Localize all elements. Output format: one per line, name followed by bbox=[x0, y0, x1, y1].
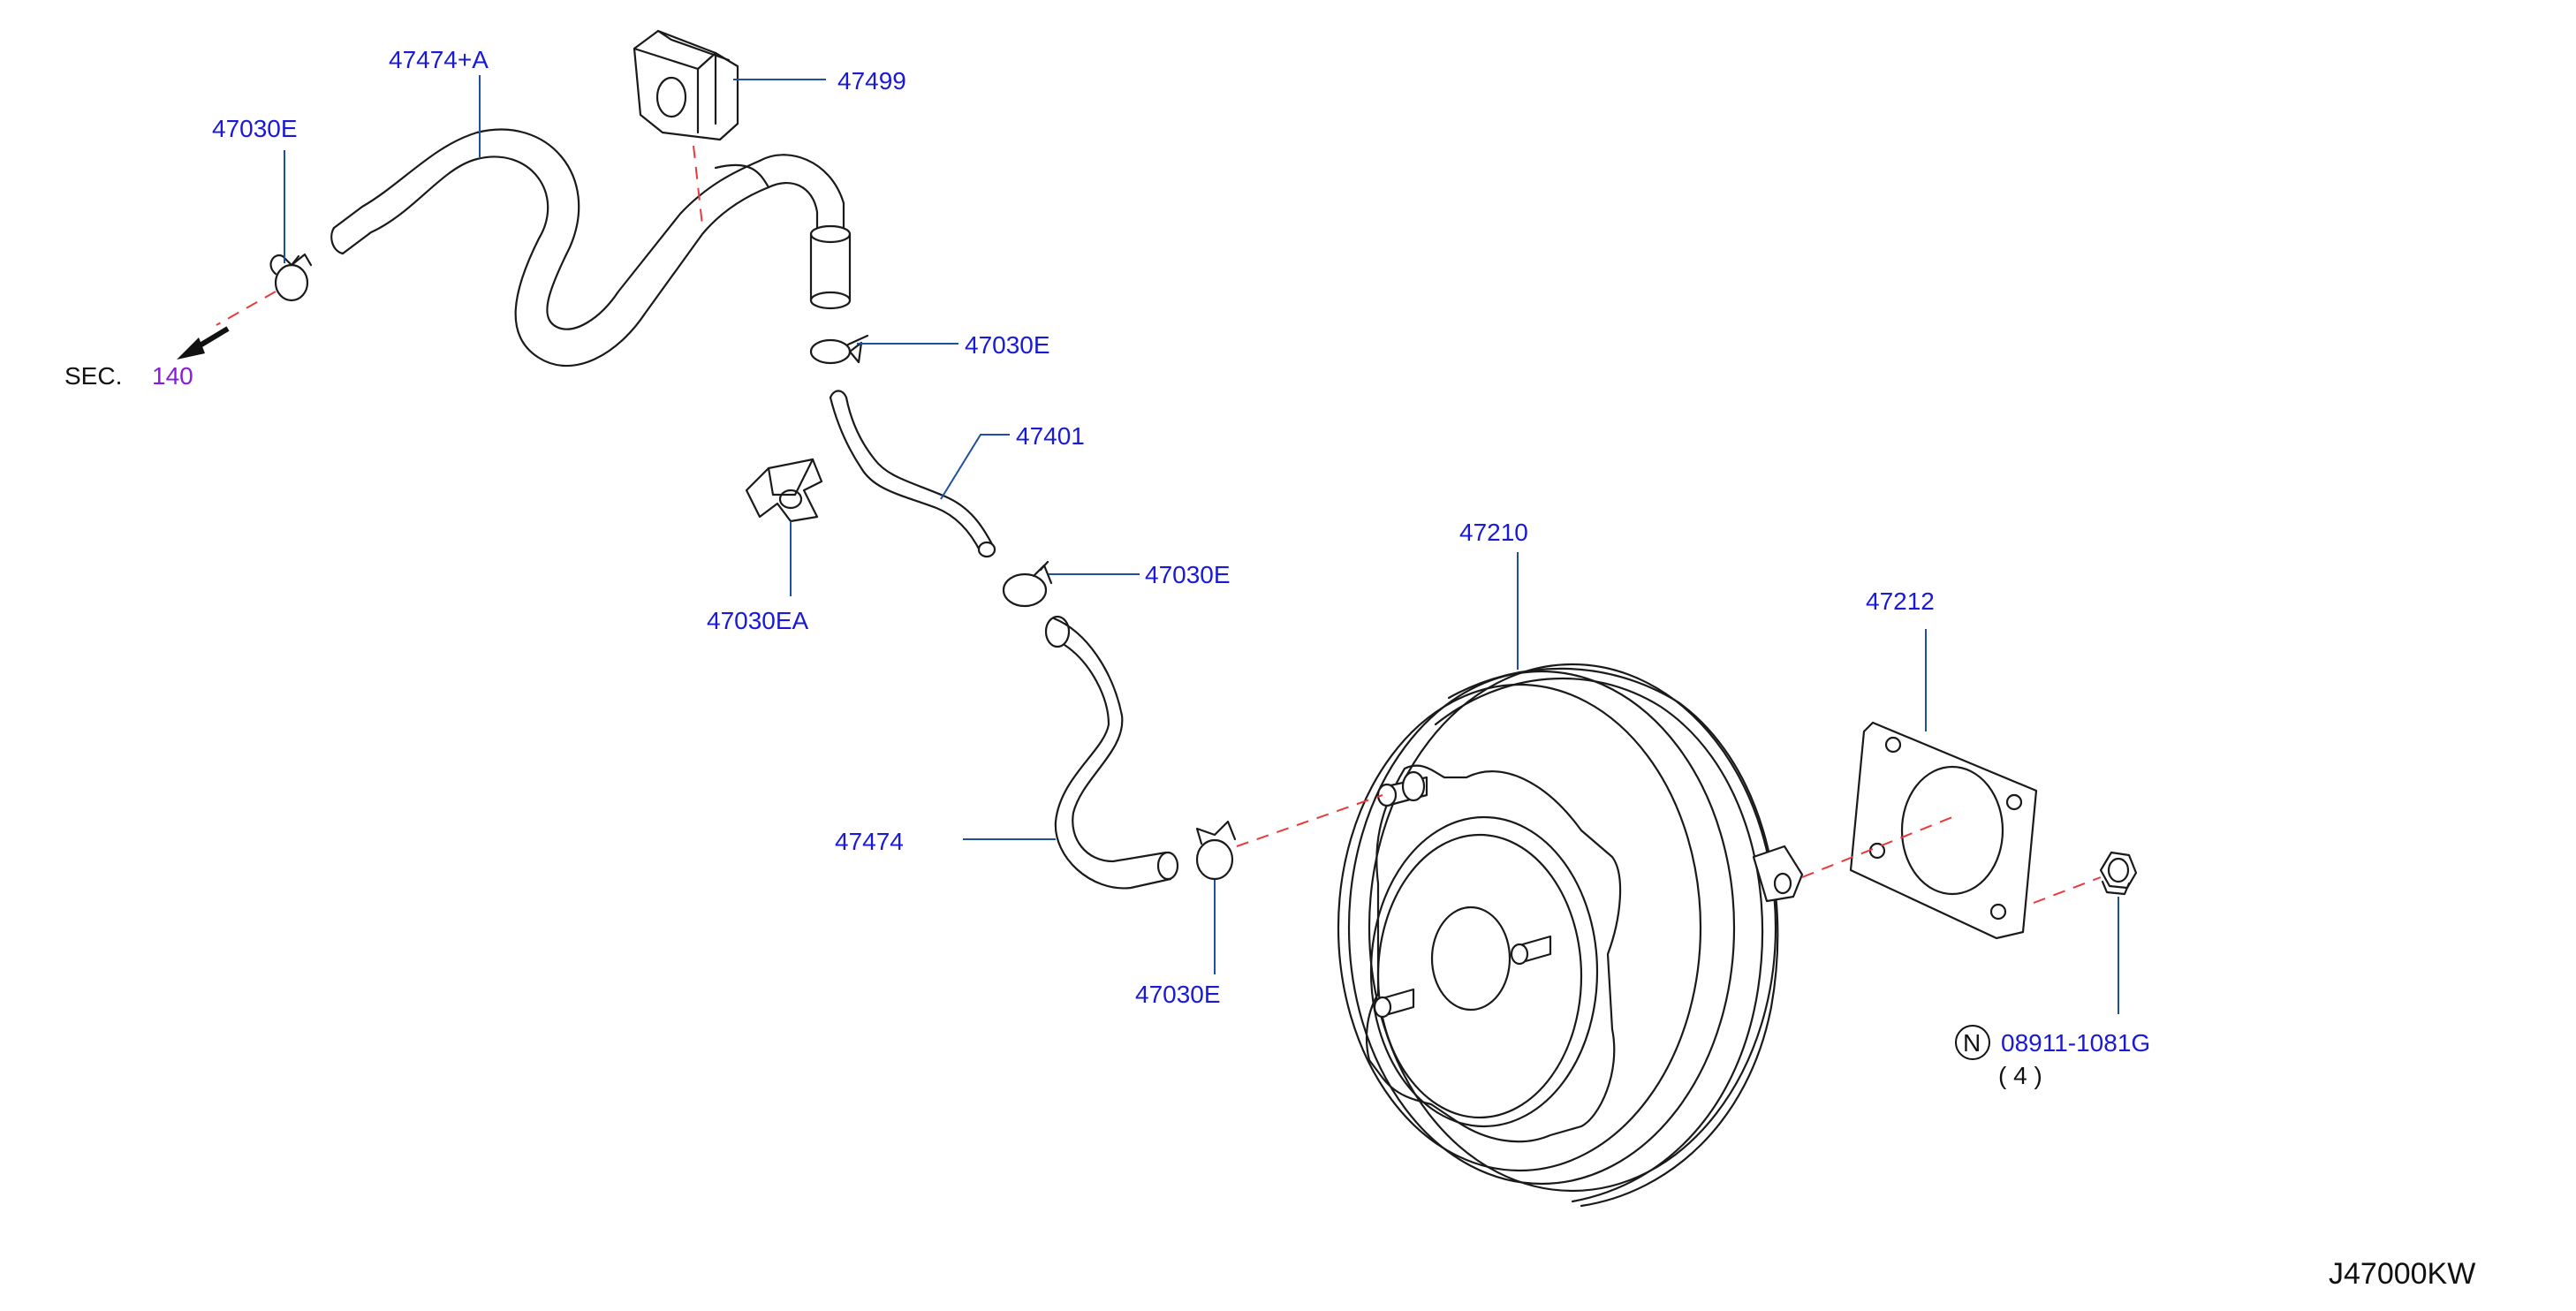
label-clamp-bottom: 47030E bbox=[1135, 981, 1221, 1008]
hose-clamp-bottom[interactable] bbox=[1195, 820, 1237, 881]
label-clamp-right: 47030E bbox=[1145, 561, 1231, 588]
brake-booster[interactable] bbox=[1337, 663, 1804, 1208]
hex-nut[interactable] bbox=[2099, 851, 2138, 896]
vacuum-hose-upper[interactable] bbox=[330, 128, 852, 368]
label-clamp-left: 47030E bbox=[212, 115, 298, 142]
diagram-code: J47000KW bbox=[2329, 1257, 2475, 1291]
hose-clamp-left[interactable] bbox=[269, 253, 313, 302]
damper-block[interactable] bbox=[633, 29, 739, 141]
label-hose-upper: 47474+A bbox=[389, 46, 489, 73]
hose-clamp-right[interactable] bbox=[1002, 560, 1053, 608]
direction-arrow-icon bbox=[177, 326, 230, 360]
vacuum-tube[interactable] bbox=[829, 390, 996, 558]
label-booster: 47210 bbox=[1459, 519, 1528, 546]
hose-clamp-middle[interactable] bbox=[809, 334, 869, 365]
label-tube: 47401 bbox=[1016, 422, 1085, 450]
label-gasket: 47212 bbox=[1866, 587, 1935, 615]
hose-clip[interactable] bbox=[745, 458, 823, 523]
vacuum-hose-lower[interactable] bbox=[1044, 615, 1179, 890]
label-damper: 47499 bbox=[837, 67, 906, 95]
label-clip: 47030EA bbox=[707, 607, 809, 634]
nut-symbol-icon: N bbox=[1955, 1025, 1990, 1060]
sec-prefix: SEC. bbox=[64, 362, 122, 390]
label-nut-quantity: ( 4 ) bbox=[1998, 1062, 2042, 1089]
sec-number-link[interactable]: 140 bbox=[152, 362, 193, 390]
booster-gasket[interactable] bbox=[1849, 721, 2038, 940]
label-hose-lower: 47474 bbox=[835, 828, 904, 855]
alignment-lines bbox=[216, 145, 2102, 904]
label-clamp-middle: 47030E bbox=[965, 331, 1050, 359]
nut-symbol-letter: N bbox=[1963, 1029, 1981, 1057]
leader-lines bbox=[284, 75, 2119, 1014]
label-nut-code: 08911-1081G bbox=[2001, 1029, 2150, 1057]
